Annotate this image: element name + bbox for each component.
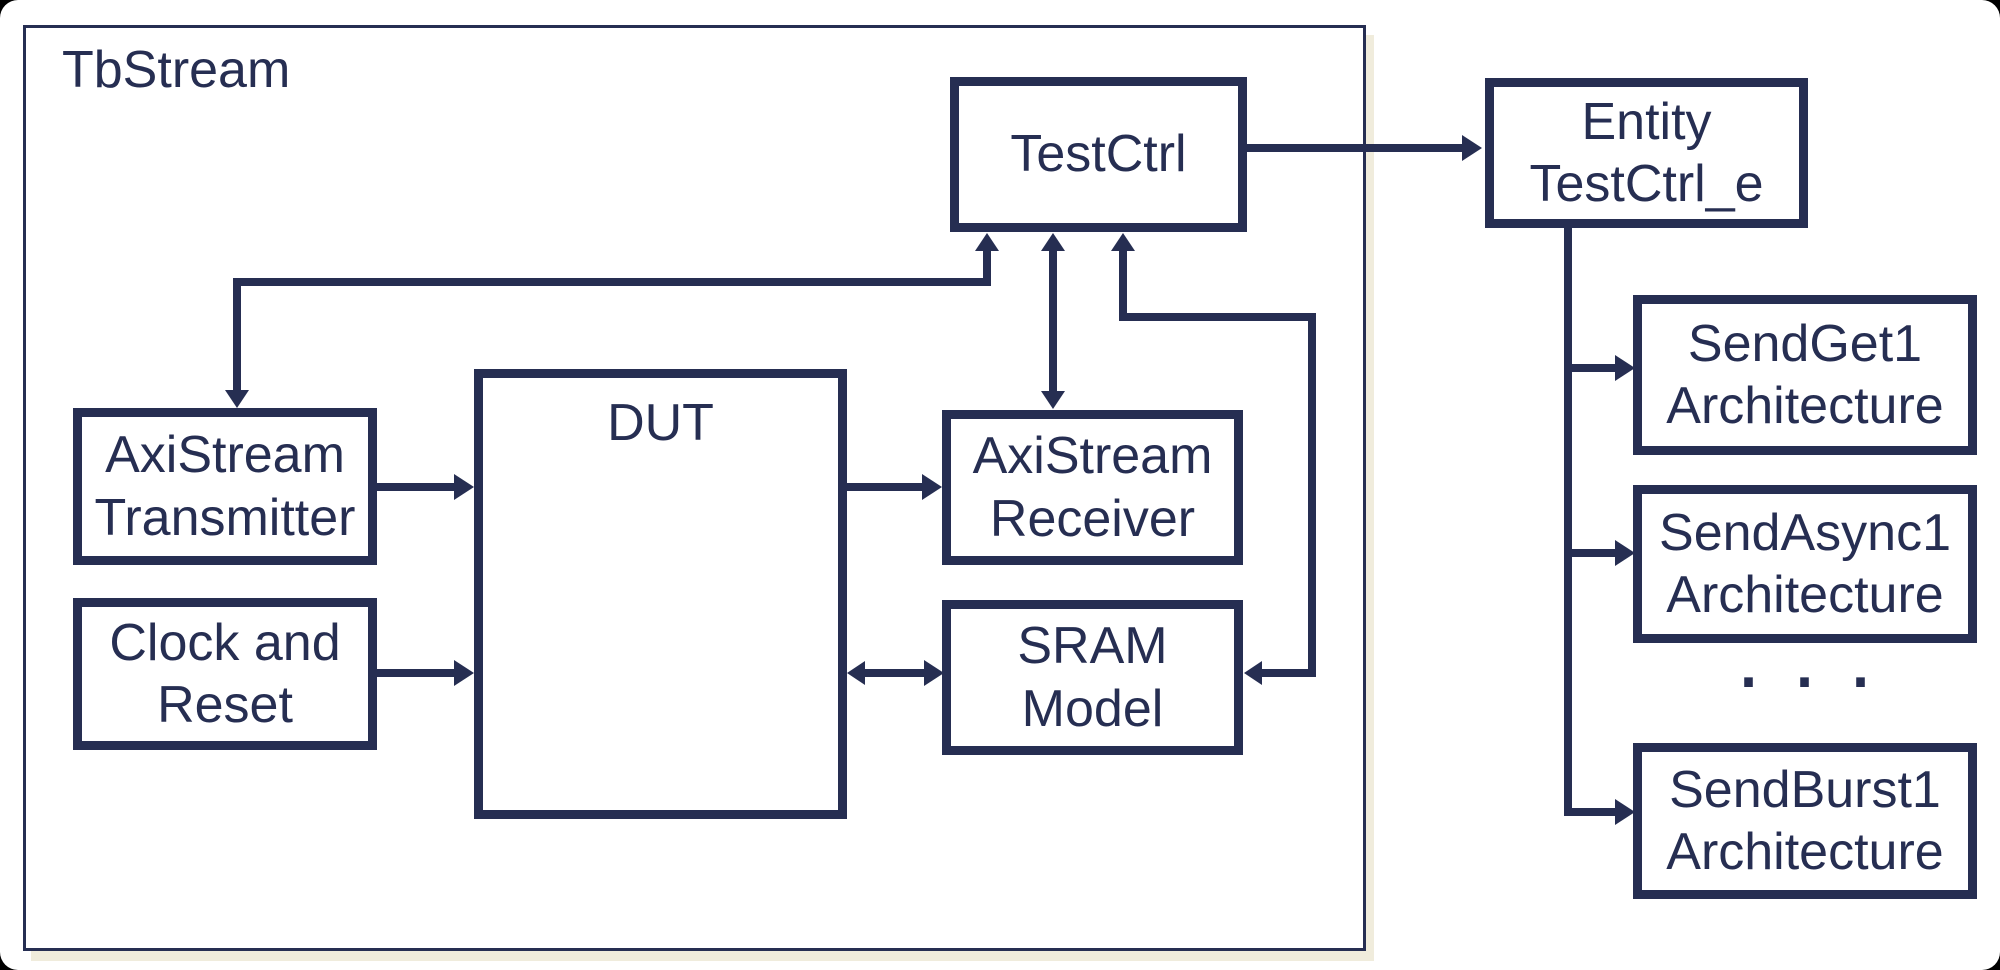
connector-dut-to-receiver [847,483,922,491]
connector-dut-sram [865,669,924,677]
arrowhead-into-dut-upper-icon [454,474,474,500]
arrowhead-into-testctrl-left-icon [975,233,999,251]
connector-transmitter-branch-riser [983,251,991,286]
connector-trunk-to-sendburst [1568,808,1615,816]
arrowhead-into-receiver-left-icon [922,474,942,500]
arrowhead-into-sendasync-icon [1615,540,1635,566]
dut-box: DUT [474,369,847,819]
arrowhead-into-sram-left-icon [924,660,944,686]
arrowhead-into-receiver-top-icon [1041,391,1065,409]
arrowhead-into-dut-right-icon [847,661,865,685]
sram-model-label-line2: Model [1021,679,1164,738]
connector-sram-branch-riser [1119,251,1127,321]
sendget1-label-line1: SendGet1 [1687,314,1923,373]
arrowhead-into-transmitter-icon [225,390,249,408]
connector-clock-to-dut [377,669,454,677]
dut-label: DUT [607,394,714,452]
testctrl-label: TestCtrl [1010,125,1187,184]
sendburst1-label-line1: SendBurst1 [1669,760,1941,819]
connector-transmitter-branch-dropper [233,286,241,390]
entity-testctrl-e-box: Entity TestCtrl_e [1485,78,1808,228]
sendget1-architecture-box: SendGet1 Architecture [1633,295,1977,455]
axistream-receiver-box: AxiStream Receiver [942,410,1243,565]
sendasync1-label-line2: Architecture [1666,566,1944,624]
arrowhead-into-sram-right-icon [1244,661,1262,685]
axistream-transmitter-label-line1: AxiStream [105,426,345,485]
entity-testctrl-e-label-line2: TestCtrl_e [1529,155,1764,213]
axistream-transmitter-label-line2: Transmitter [94,488,356,547]
arrowhead-into-sendget-icon [1615,355,1635,381]
connector-sram-branch-top [1119,313,1316,321]
clock-and-reset-label-line1: Clock and [109,613,341,672]
connector-trunk-to-sendget [1568,364,1615,372]
connector-testctrl-to-entity [1247,144,1462,152]
axistream-receiver-label-line2: Receiver [989,489,1196,548]
sendburst1-architecture-box: SendBurst1 Architecture [1633,743,1977,899]
clock-and-reset-box: Clock and Reset [73,598,377,750]
connector-entity-trunk [1564,228,1572,816]
sram-model-label-line1: SRAM [1017,617,1168,676]
axistream-receiver-label-line1: AxiStream [972,427,1213,486]
arrowhead-into-testctrl-right-icon [1111,233,1135,251]
connector-sram-branch-dropper [1308,313,1316,677]
ellipsis-dots: . . . [1736,607,1877,707]
sendasync1-architecture-box: SendAsync1 Architecture [1633,485,1977,643]
connector-sram-branch-bottom [1262,669,1316,677]
sram-model-box: SRAM Model [942,600,1243,755]
sendasync1-label-line1: SendAsync1 [1659,503,1951,562]
tbstream-container [23,25,1366,951]
entity-testctrl-e-label-line1: Entity [1581,92,1712,151]
connector-testctrl-receiver [1049,251,1057,391]
tbstream-label: TbStream [62,41,291,99]
connector-transmitter-branch-horizontal [233,278,991,286]
clock-and-reset-label-line2: Reset [157,676,293,734]
sendget1-label-line2: Architecture [1666,377,1944,435]
arrowhead-into-sendburst-icon [1615,799,1635,825]
testctrl-box: TestCtrl [950,77,1247,232]
connector-transmitter-to-dut [377,483,454,491]
axistream-transmitter-box: AxiStream Transmitter [73,408,377,565]
arrowhead-into-dut-lower-icon [454,660,474,686]
sendburst1-label-line2: Architecture [1666,823,1944,881]
arrowhead-into-testctrl-middle-icon [1041,233,1065,251]
connector-trunk-to-sendasync [1568,549,1615,557]
arrowhead-into-entity-icon [1462,135,1482,161]
